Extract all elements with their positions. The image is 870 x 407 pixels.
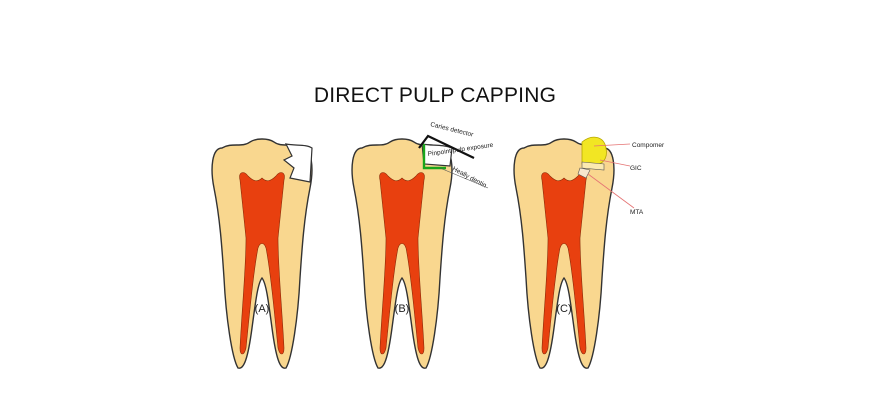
caption-c: (C) bbox=[556, 303, 571, 315]
label-mta: MTA bbox=[630, 209, 644, 216]
tooth-a bbox=[211, 138, 313, 369]
label-compomer: Compomer bbox=[632, 142, 665, 149]
tooth-c bbox=[513, 136, 615, 369]
caries-detector-probe bbox=[418, 134, 475, 159]
label-pinpoint-exposure: Pinpoint pulp exposure bbox=[427, 142, 494, 158]
mta-layer bbox=[577, 167, 591, 179]
carious-lesion bbox=[282, 143, 313, 183]
label-healthy-dentin: Heally dentin bbox=[451, 166, 488, 190]
compomer-restoration bbox=[581, 136, 607, 167]
pinpoint-exposure-marker bbox=[422, 144, 446, 170]
label-gic: GIC bbox=[630, 165, 642, 172]
tooth-b bbox=[351, 138, 453, 369]
caption-b: (B) bbox=[395, 303, 410, 315]
gic-liner bbox=[581, 161, 605, 171]
diagram-title: DIRECT PULP CAPPING bbox=[313, 84, 557, 107]
caption-a: (A) bbox=[255, 303, 270, 315]
label-caries-detector: Caries detector bbox=[430, 121, 475, 139]
